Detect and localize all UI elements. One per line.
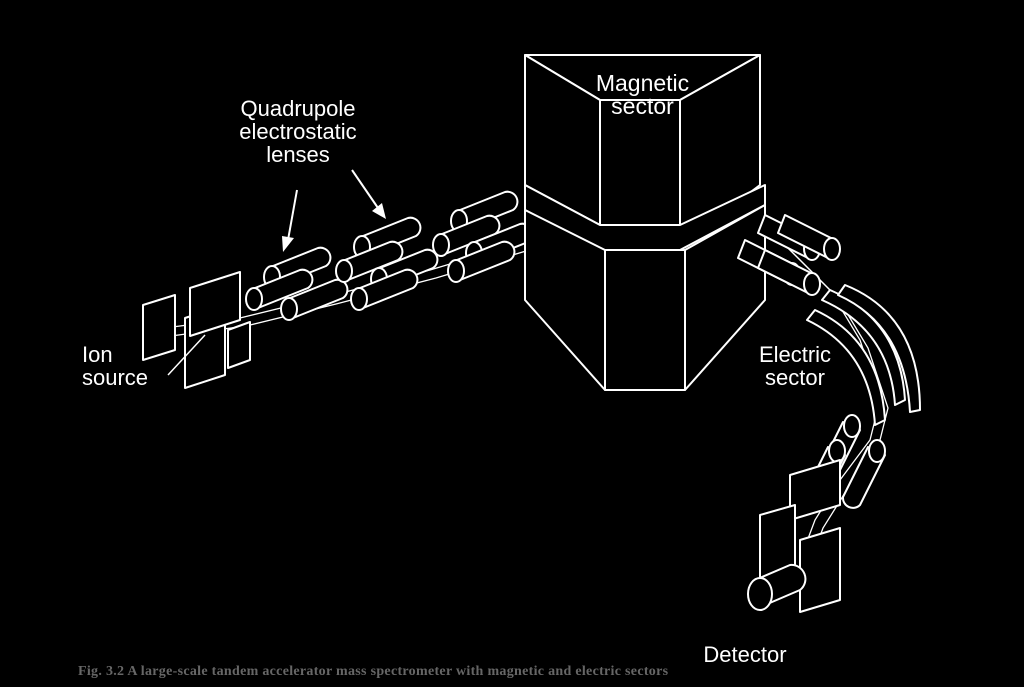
- ion-source-leader: [167, 334, 206, 376]
- post-magnet-lenses: [737, 214, 841, 296]
- magnetic-sector-label: Magnetic sector: [595, 70, 690, 119]
- lens-group-1: [245, 246, 349, 321]
- electric-sector: [806, 284, 921, 426]
- quadrupole-arrows: [282, 169, 386, 252]
- lens-group-2: [335, 216, 439, 311]
- electric-sector-label: Electric sector: [758, 342, 832, 390]
- figure-caption: Fig. 3.2 A large-scale tandem accelerato…: [78, 664, 669, 679]
- quadrupole-label: Quadrupole electrostatic lenses: [239, 96, 357, 167]
- detector-label: Detector: [703, 642, 787, 667]
- ion-source-label: Ion source: [82, 342, 149, 390]
- lens-group-3: [432, 190, 534, 283]
- quadrupole-lenses: [245, 190, 534, 321]
- detector-assembly: [747, 459, 841, 613]
- ion-source: [142, 271, 251, 389]
